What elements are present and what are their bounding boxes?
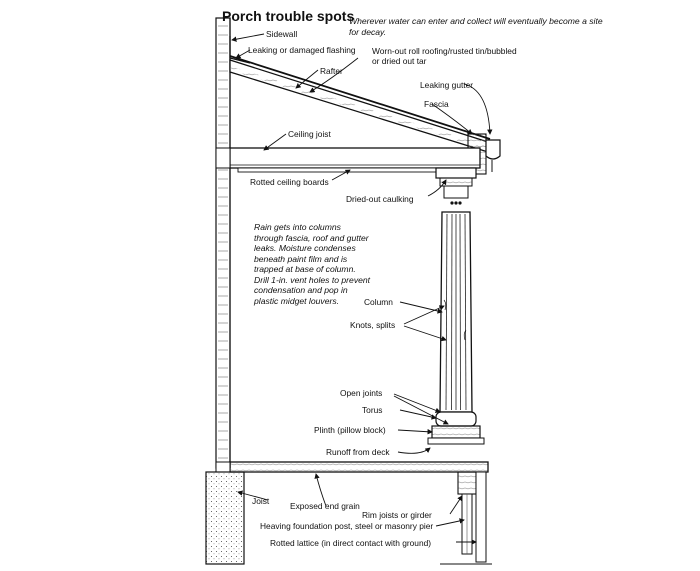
label-roofing: Worn-out roll roofing/rusted tin/bubbled… [372,46,517,66]
column-capital [435,167,477,205]
label-torus: Torus [362,405,383,415]
label-joist: Joist [252,496,270,506]
label-rim-joists: Rim joists or girder [362,510,432,520]
house-sidewall [215,17,231,469]
label-knots-splits: Knots, splits [350,320,396,330]
label-rafter: Rafter [320,66,343,76]
roof-rafter [229,36,491,153]
label-runoff: Runoff from deck [326,447,390,457]
diagram-title: Porch trouble spots [222,8,355,24]
label-end-grain: Exposed end grain [290,501,360,511]
leader-lines [231,33,493,545]
label-open-joints: Open joints [340,388,383,398]
foundation [205,471,492,565]
label-ceiling-joist: Ceiling joist [288,129,331,139]
label-fascia: Fascia [424,99,449,109]
label-gutter: Leaking gutter [420,80,474,90]
column-shaft [439,211,473,413]
label-lattice: Rotted lattice (in direct contact with g… [270,538,432,548]
label-flashing: Leaking or damaged flashing [248,45,356,55]
intro-note: Wherever water can enter and collect wil… [349,16,603,37]
label-sidewall: Sidewall [266,29,298,39]
label-ceiling-boards: Rotted ceiling boards [250,177,329,187]
label-foundation: Heaving foundation post, steel or masonr… [260,521,434,531]
column-moisture-note: Rain gets into columns through fascia, r… [254,222,371,306]
porch-deck [215,461,489,563]
label-plinth: Plinth (pillow block) [314,425,386,435]
column-base [427,411,485,445]
label-column: Column [364,297,393,307]
label-caulking: Dried-out caulking [346,194,414,204]
